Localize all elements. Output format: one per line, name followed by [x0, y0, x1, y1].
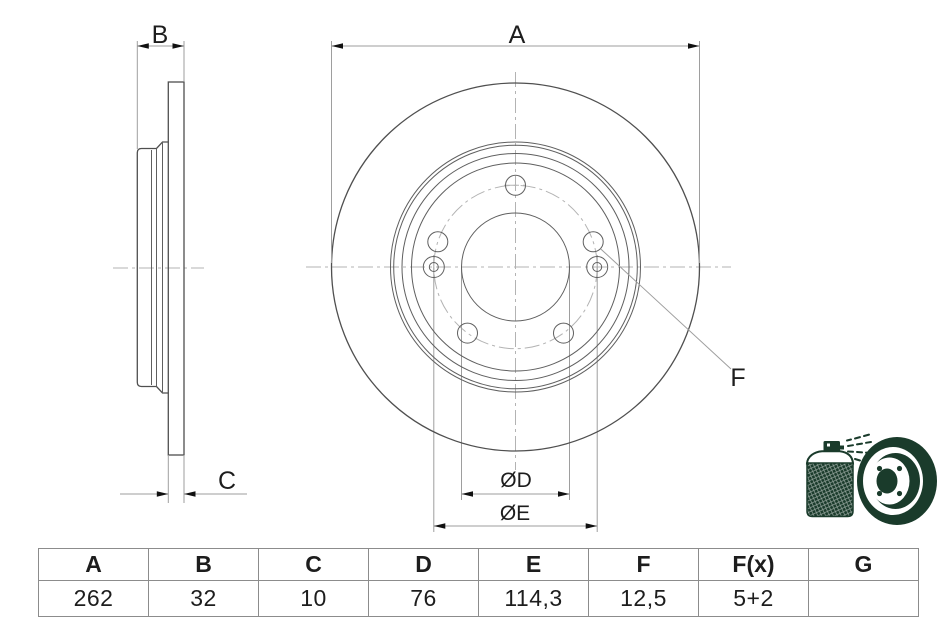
specs-header-row: A B C D E F F(x) G [38, 548, 919, 581]
col-header-c: C [258, 548, 369, 581]
dim-e-label: ØE [500, 502, 530, 525]
front-view [306, 72, 731, 532]
col-header-fx: F(x) [698, 548, 809, 581]
bolt-hole [427, 231, 449, 253]
center-bore-circle [461, 212, 570, 322]
value-d: 76 [368, 580, 479, 617]
specs-table: A B C D E F F(x) G 262 32 10 76 114,3 12… [38, 548, 919, 617]
value-b: 32 [148, 580, 259, 617]
dimension-c: C [120, 455, 247, 503]
hat-edge-circle [390, 141, 641, 393]
dim-b-label: B [152, 21, 169, 49]
dimension-a: A [331, 21, 700, 263]
hat-step-circle [411, 162, 620, 372]
dim-c-label: C [218, 467, 236, 495]
dim-d-label: ØD [500, 469, 532, 492]
bolt-hole [553, 322, 574, 344]
value-c: 10 [258, 580, 369, 617]
paint-spray-brake-disc-icon [805, 433, 937, 525]
dim-f-label: F [730, 364, 745, 392]
bolt-hole [582, 231, 604, 253]
value-g [808, 580, 919, 617]
col-header-f: F [588, 548, 699, 581]
hat-step-circle [401, 153, 630, 381]
dimension-e: ØE [433, 502, 598, 529]
col-header-b: B [148, 548, 259, 581]
spray-can-icon [805, 441, 855, 518]
bolt-hole [505, 174, 526, 196]
set-screw-hole [586, 256, 609, 278]
dim-a-label: A [509, 21, 526, 49]
bolt-hole [457, 322, 478, 344]
value-fx: 5+2 [698, 580, 809, 617]
leader-f: F [600, 248, 746, 392]
disc-plate-section [167, 81, 185, 456]
hat-profile [136, 141, 169, 394]
value-f: 12,5 [588, 580, 699, 617]
dimension-d: ØD [461, 469, 570, 497]
value-a: 262 [38, 580, 149, 617]
value-e: 114,3 [478, 580, 589, 617]
set-screw-hole [422, 256, 445, 278]
hat-edge-circle [393, 144, 638, 390]
brake-disc-icon [857, 437, 937, 525]
outer-diameter-circle [330, 82, 701, 452]
specs-value-row: 262 32 10 76 114,3 12,5 5+2 [38, 580, 919, 617]
col-header-g: G [808, 548, 919, 581]
col-header-a: A [38, 548, 149, 581]
side-view [113, 81, 204, 456]
col-header-e: E [478, 548, 589, 581]
col-header-d: D [368, 548, 479, 581]
dimension-b: B [136, 21, 185, 149]
